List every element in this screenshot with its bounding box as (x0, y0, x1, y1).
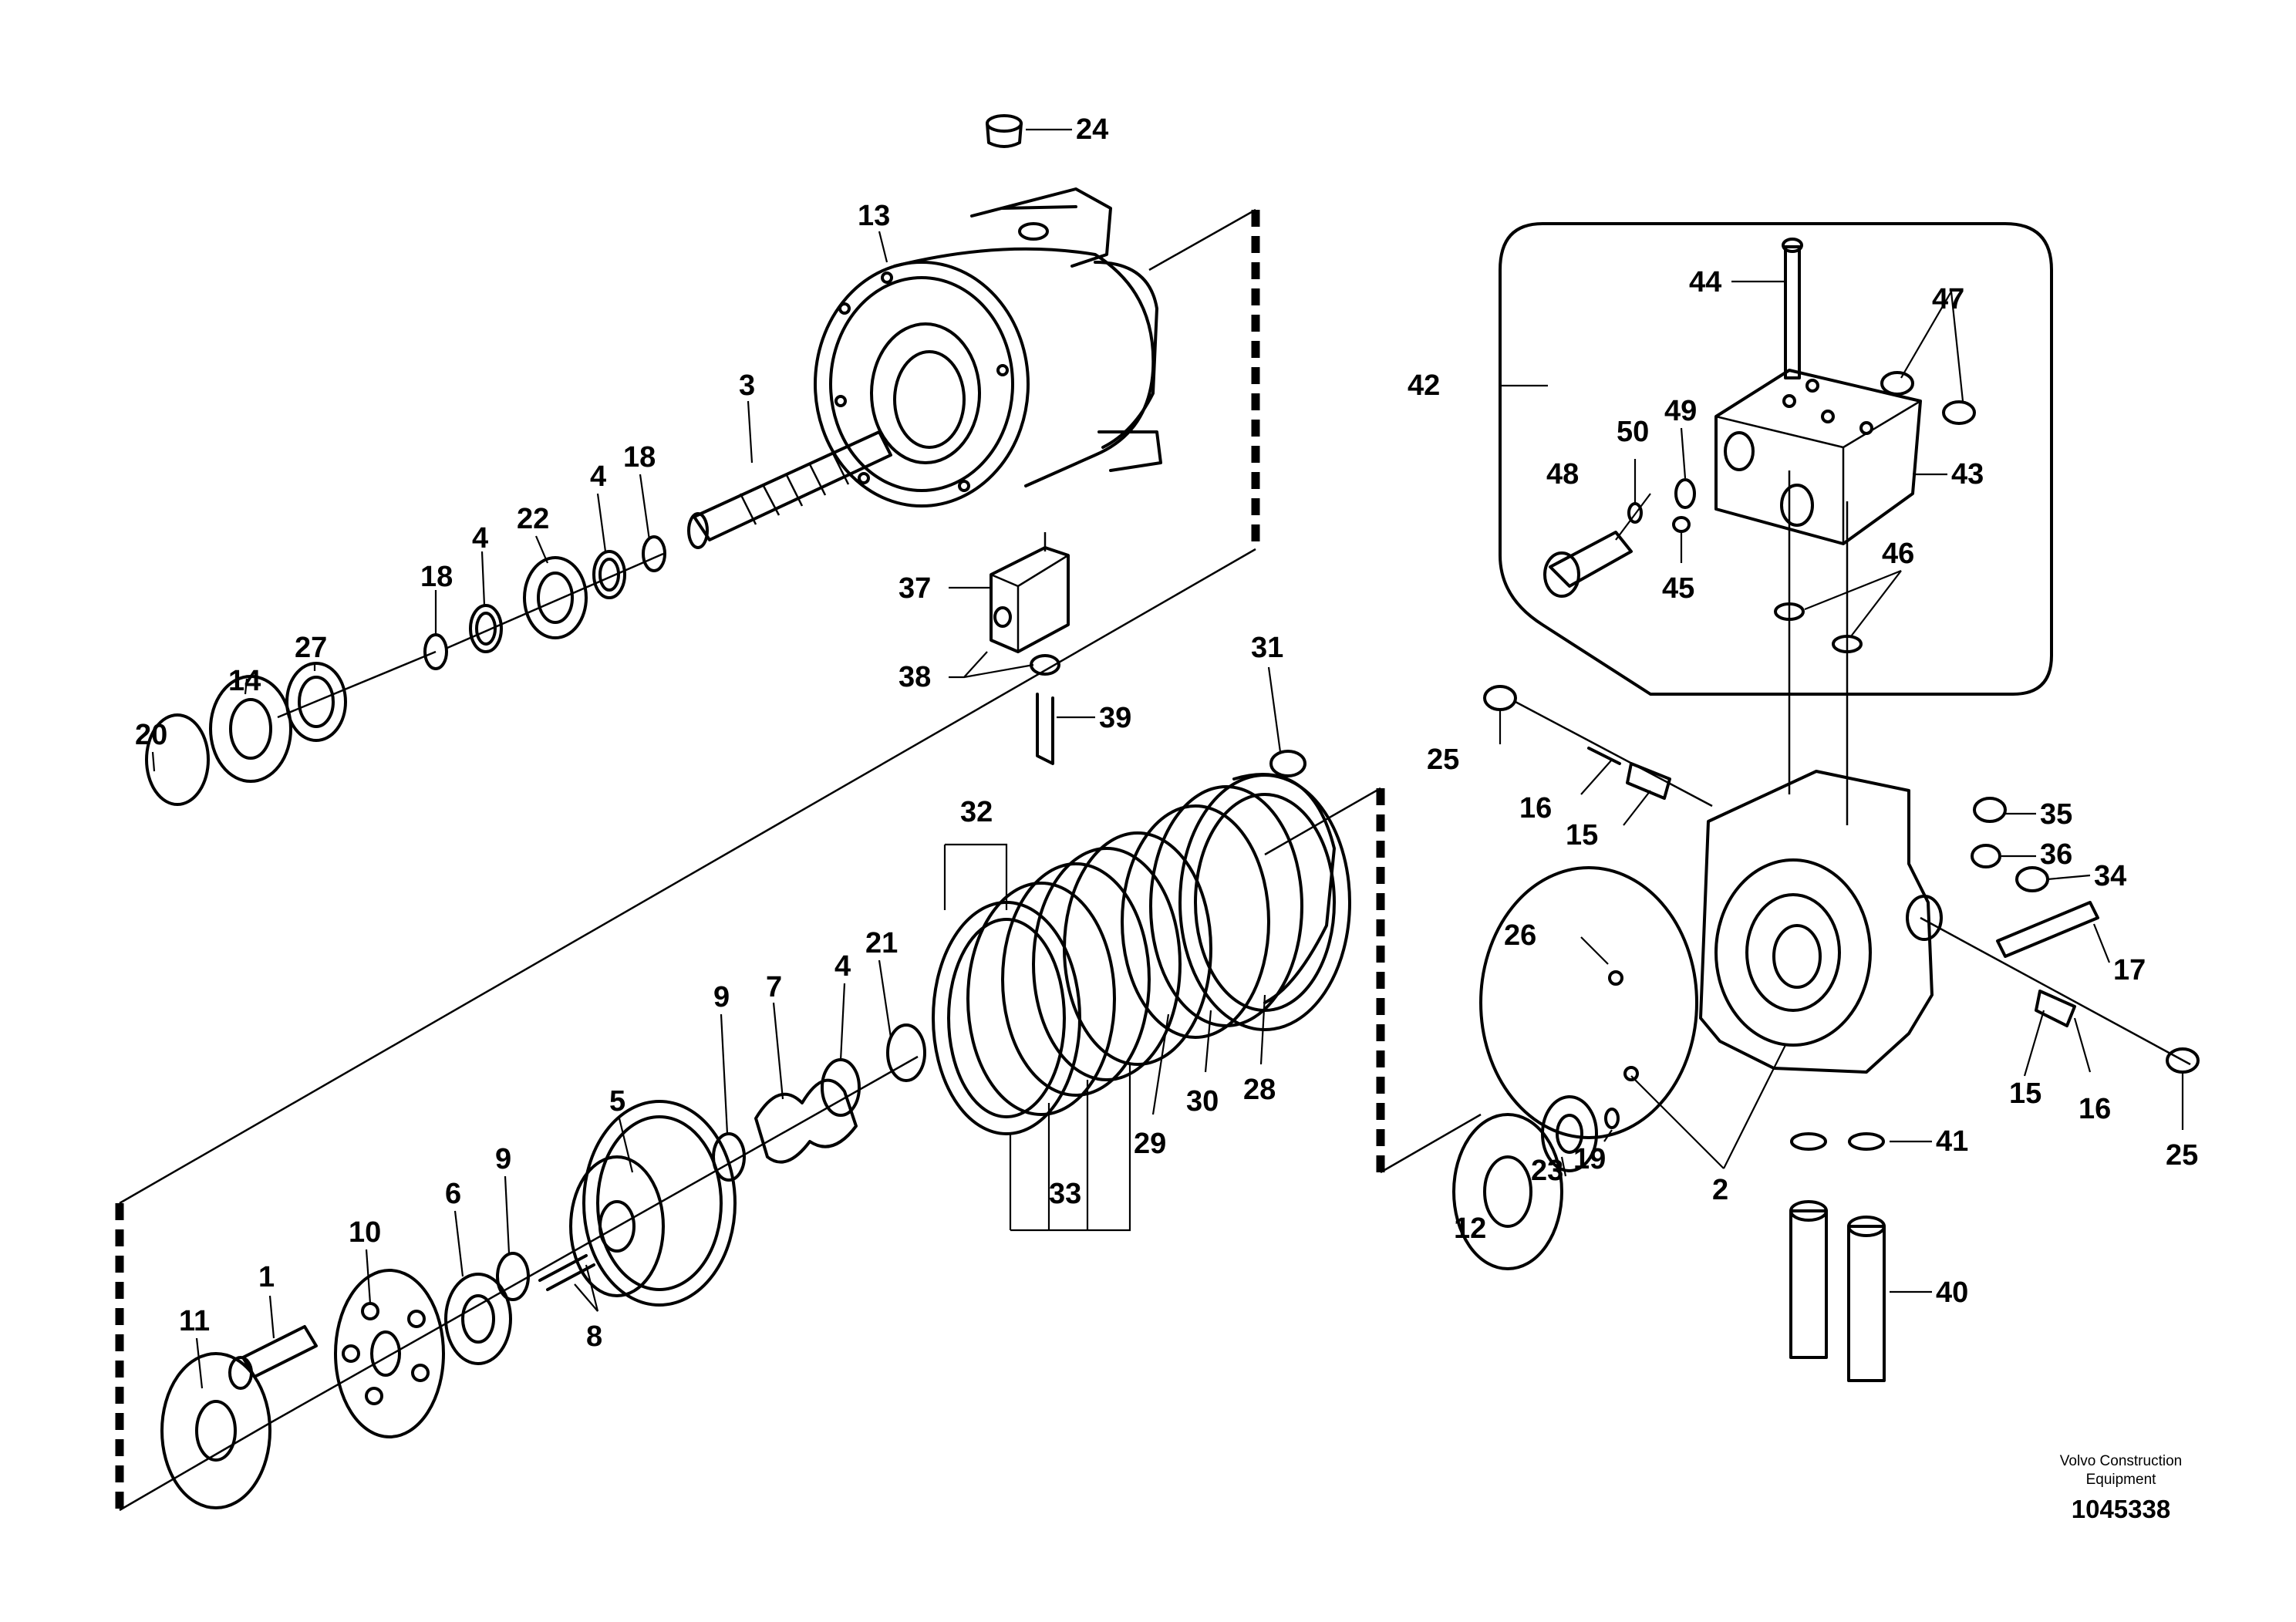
leader-lines (151, 128, 2184, 1389)
callout-24: 24 (1076, 113, 1108, 146)
motor-housing (814, 187, 1162, 508)
publisher-block: Volvo Construction Equipment 1045338 (2060, 1453, 2182, 1523)
callout-30: 30 (1186, 1085, 1219, 1118)
callout-45: 45 (1662, 572, 1694, 605)
callout-37: 37 (899, 572, 931, 605)
document-number: 1045338 (2072, 1495, 2170, 1523)
callout-42: 42 (1408, 369, 1440, 402)
callout-36: 36 (2040, 838, 2072, 871)
callout-21: 21 (865, 927, 898, 959)
spools-40 (1789, 1132, 1886, 1382)
callout-4-lower: 4 (834, 950, 851, 983)
callout-28: 28 (1243, 1074, 1276, 1106)
callout-5: 5 (609, 1085, 625, 1118)
callout-41: 41 (1936, 1125, 1968, 1158)
callout-33: 33 (1049, 1178, 1081, 1210)
callout-44: 44 (1689, 266, 1721, 298)
callout-2: 2 (1712, 1174, 1728, 1206)
callout-9-lower: 9 (495, 1143, 511, 1175)
callout-3: 3 (739, 369, 755, 402)
callout-4-upper-b: 4 (472, 522, 488, 555)
valve-body (1699, 470, 1943, 1074)
callout-18-right: 18 (623, 441, 656, 474)
callout-46: 46 (1882, 538, 1914, 570)
callout-50: 50 (1617, 416, 1649, 448)
valve-plate-parts (1452, 866, 1698, 1270)
callout-12: 12 (1454, 1212, 1486, 1245)
callout-26: 26 (1504, 919, 1536, 952)
valve-block-37 (990, 532, 1070, 765)
callout-17: 17 (2113, 954, 2146, 986)
drive-shaft (687, 430, 892, 549)
relief-parts-left (1483, 685, 1713, 808)
callout-7: 7 (766, 971, 782, 1003)
callout-15-left: 15 (1566, 819, 1598, 851)
callout-18-left: 18 (420, 561, 453, 593)
callout-40: 40 (1936, 1276, 1968, 1309)
callout-34: 34 (2094, 860, 2126, 892)
callout-29: 29 (1134, 1128, 1166, 1160)
callout-22: 22 (517, 503, 549, 535)
clutch-and-housing (932, 750, 1351, 1135)
callout-6: 6 (445, 1178, 461, 1210)
callout-16-left: 16 (1519, 792, 1552, 824)
callout-19: 19 (1573, 1143, 1606, 1175)
callout-14: 14 (228, 665, 261, 697)
callout-13: 13 (858, 200, 890, 232)
callout-25-right: 25 (2166, 1139, 2198, 1172)
callout-10: 10 (349, 1216, 381, 1249)
callout-20: 20 (135, 719, 167, 751)
callout-23: 23 (1531, 1155, 1563, 1187)
callout-16-right: 16 (2079, 1093, 2111, 1125)
callout-11: 11 (179, 1305, 210, 1337)
callout-31: 31 (1251, 632, 1283, 664)
lower-left-parts (160, 1023, 926, 1509)
callout-43: 43 (1951, 458, 1984, 491)
callout-27: 27 (295, 632, 327, 664)
callout-35: 35 (2040, 798, 2072, 831)
upper-bearing-stack (145, 535, 666, 806)
callout-38: 38 (899, 661, 931, 693)
callout-15-right: 15 (2009, 1077, 2041, 1110)
callout-39: 39 (1099, 702, 1131, 734)
plug-24 (986, 114, 1023, 148)
callout-9-upper: 9 (713, 981, 730, 1013)
callout-4-upper-a: 4 (590, 460, 606, 493)
callout-8: 8 (586, 1320, 602, 1353)
callout-25-left: 25 (1427, 744, 1459, 776)
callout-1: 1 (258, 1261, 275, 1293)
section-boundaries (115, 208, 1482, 1512)
callout-49: 49 (1664, 395, 1697, 427)
callout-labels: 1 2 3 4 4 4 5 6 7 8 9 9 10 11 12 13 14 1… (135, 113, 2198, 1353)
publisher-line-1: Volvo Construction (2060, 1453, 2182, 1469)
callout-47: 47 (1932, 283, 1964, 315)
fittings-right (1920, 797, 2200, 1074)
callout-48: 48 (1546, 458, 1579, 491)
publisher-line-2: Equipment (2086, 1472, 2157, 1488)
callout-32: 32 (960, 796, 993, 828)
